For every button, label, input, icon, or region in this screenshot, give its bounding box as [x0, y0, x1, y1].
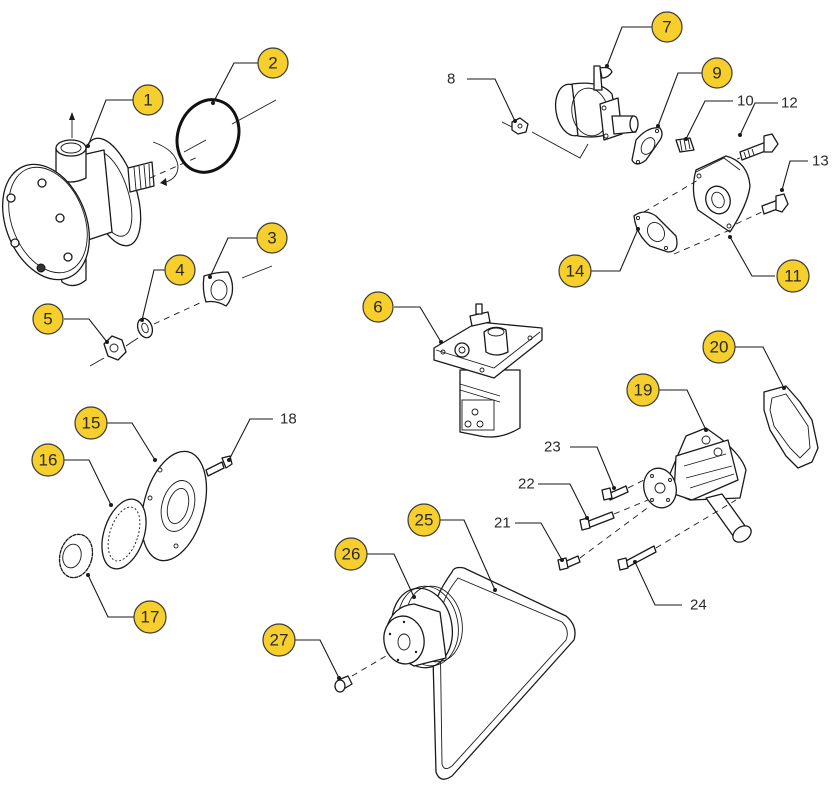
callout-1[interactable]: 1	[132, 84, 164, 116]
callout-18[interactable]: 18	[280, 411, 297, 428]
callout-16[interactable]: 16	[31, 443, 65, 477]
callout-8[interactable]: 8	[447, 71, 455, 88]
callout-4[interactable]: 4	[164, 254, 196, 286]
callout-label: 26	[342, 545, 361, 564]
callout-7[interactable]: 7	[651, 11, 683, 43]
part-19-water-pump[interactable]	[639, 427, 754, 545]
part-12-bolt[interactable]	[705, 133, 779, 171]
callout-9[interactable]: 9	[701, 57, 733, 89]
callout-27[interactable]: 27	[262, 623, 296, 657]
flow-arrowhead-icon	[69, 112, 75, 120]
callout-label: 18	[280, 411, 297, 428]
callout-label: 9	[712, 64, 721, 83]
rotation-arrow-icon	[160, 178, 167, 186]
part-6-injection-pump[interactable]	[433, 303, 543, 438]
callout-22[interactable]: 22	[518, 476, 535, 493]
callout-17[interactable]: 17	[133, 600, 167, 634]
callout-label: 20	[710, 338, 729, 357]
callout-label: 16	[39, 451, 58, 470]
part-13-bolt[interactable]	[735, 193, 789, 225]
callout-label: 4	[175, 261, 184, 280]
callout-label: 22	[518, 476, 535, 493]
callout-3[interactable]: 3	[256, 222, 288, 254]
callout-label: 8	[447, 71, 455, 88]
part-24-bolt[interactable]	[617, 499, 737, 571]
callout-5[interactable]: 5	[32, 303, 64, 335]
part-5-nut[interactable]	[89, 335, 139, 367]
callout-24[interactable]: 24	[690, 597, 707, 614]
part-9-gasket[interactable]	[631, 127, 663, 165]
callout-14[interactable]: 14	[558, 254, 592, 288]
callout-label: 3	[267, 229, 276, 248]
part-11-thermostat-housing[interactable]	[692, 155, 751, 233]
part-16-outer-rotor[interactable]	[94, 494, 154, 575]
callout-label: 21	[494, 515, 511, 532]
part-23-bolt[interactable]	[601, 477, 649, 501]
part-3-lock-plate[interactable]	[202, 265, 273, 307]
part-2-o-ring[interactable]	[167, 91, 277, 181]
part-20-gasket[interactable]	[763, 385, 819, 469]
callout-label: 19	[634, 381, 653, 400]
callout-label: 14	[566, 262, 585, 281]
callout-label: 24	[690, 597, 707, 614]
callout-19[interactable]: 19	[626, 373, 660, 407]
callout-13[interactable]: 13	[812, 153, 829, 170]
callout-label: 12	[781, 95, 798, 112]
part-1-raw-water-pump[interactable]	[0, 112, 201, 293]
callout-label: 15	[82, 414, 101, 433]
callout-10[interactable]: 10	[737, 93, 754, 110]
leader-lines	[64, 26, 808, 680]
callout-label: 25	[415, 511, 434, 530]
callout-21[interactable]: 21	[494, 515, 511, 532]
callout-6[interactable]: 6	[362, 291, 394, 323]
callout-label: 5	[43, 310, 52, 329]
callout-label: 6	[373, 298, 382, 317]
callout-label: 27	[270, 631, 289, 650]
part-4-washer[interactable]	[135, 301, 203, 340]
callout-label: 17	[141, 608, 160, 627]
callout-label: 10	[737, 93, 754, 110]
part-27-bolt[interactable]	[334, 675, 353, 693]
callout-20[interactable]: 20	[702, 330, 736, 364]
callout-label: 2	[268, 54, 277, 73]
callout-label: 1	[143, 91, 152, 110]
callout-label: 13	[812, 153, 829, 170]
callout-26[interactable]: 26	[334, 537, 368, 571]
part-17-inner-rotor[interactable]	[55, 531, 97, 582]
callout-label: 11	[784, 267, 802, 286]
callout-2[interactable]: 2	[257, 47, 289, 79]
part-14-gasket[interactable]	[633, 179, 731, 255]
part-26-pulley[interactable]	[351, 581, 468, 677]
callout-11[interactable]: 11	[776, 259, 810, 293]
callout-12[interactable]: 12	[781, 95, 798, 112]
callout-label: 23	[544, 439, 561, 456]
callout-25[interactable]: 25	[407, 503, 441, 537]
callout-23[interactable]: 23	[544, 439, 561, 456]
callouts: 1 2 3 4 5 6 7 8 9 10 11 12 13 14 15 16 1…	[31, 11, 829, 657]
callout-15[interactable]: 15	[74, 406, 108, 440]
part-7-fuel-feed-pump[interactable]	[501, 65, 639, 159]
part-22-bolt[interactable]	[579, 499, 649, 531]
part-15-cover-plate[interactable]	[131, 444, 218, 568]
callout-label: 7	[662, 18, 671, 37]
